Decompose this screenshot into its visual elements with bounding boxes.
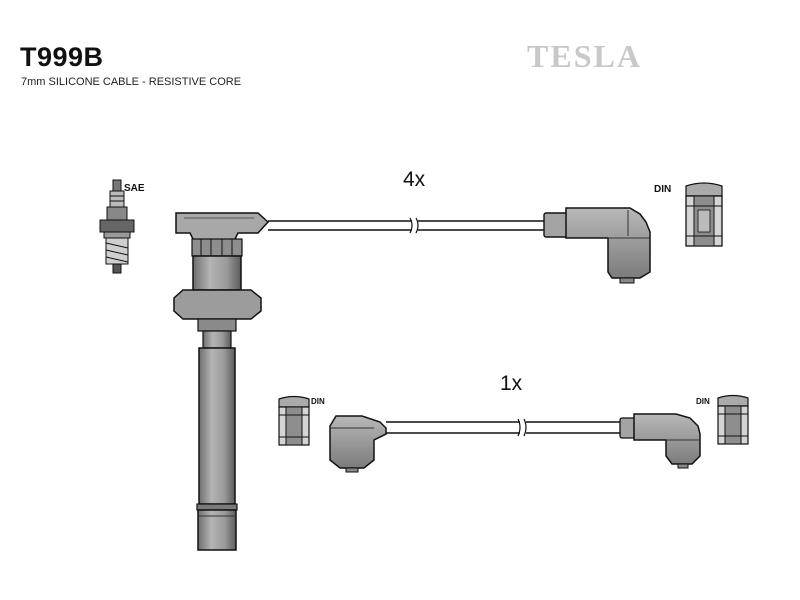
din-connector-icon <box>717 394 749 445</box>
din-label-left: DIN <box>311 397 325 406</box>
short-lead-left-boot <box>329 415 387 473</box>
short-lead-cable <box>386 418 620 437</box>
din-label-right: DIN <box>696 397 710 406</box>
din-label-top: DIN <box>654 184 671 195</box>
long-lead-quantity: 4x <box>403 168 426 191</box>
short-lead-right-boot <box>619 413 701 469</box>
brand-logo: TESLA <box>527 38 642 74</box>
short-lead-quantity: 1x <box>500 372 523 395</box>
spark-plug-label: SAE <box>124 183 145 194</box>
din-connector-icon <box>278 395 310 446</box>
din-connector-icon <box>685 182 723 247</box>
part-number: T999B <box>20 42 104 72</box>
long-lead-angle-boot <box>543 207 651 284</box>
long-lead-cable <box>268 217 544 234</box>
cable-description: 7mm SILICONE CABLE - RESISTIVE CORE <box>21 76 242 88</box>
coil-boot <box>173 212 270 551</box>
spark-plug-icon <box>99 179 135 274</box>
